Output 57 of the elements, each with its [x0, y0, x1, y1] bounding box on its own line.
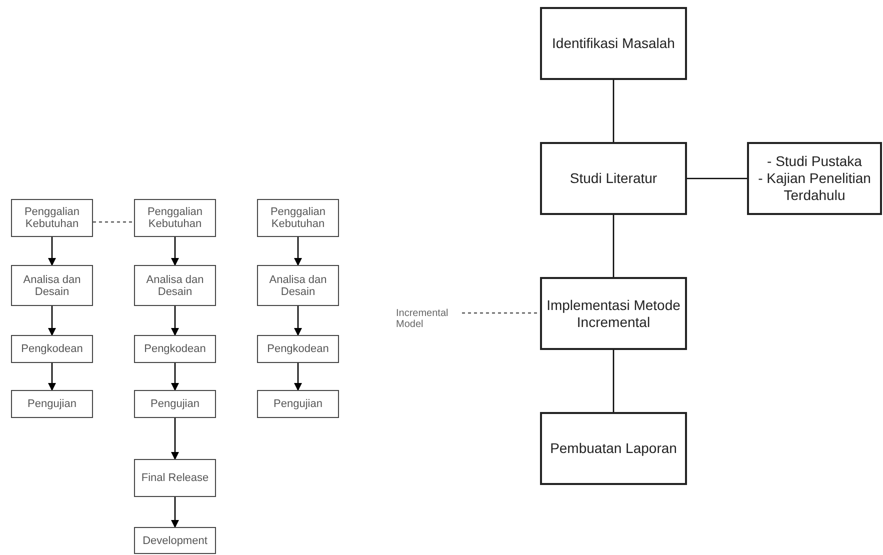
arrow — [48, 363, 56, 391]
arrow — [294, 306, 302, 336]
box-label: Penggalian Kebutuhan — [23, 206, 81, 230]
note-text: Incremental Model — [396, 306, 462, 332]
connector-line — [612, 80, 614, 142]
arrow — [171, 237, 179, 266]
arrow — [48, 306, 56, 336]
box-label: Pengujian — [28, 398, 76, 410]
process-box — [747, 142, 882, 215]
box-label: Analisa dan Desain — [145, 274, 205, 298]
process-box — [134, 390, 216, 418]
box-label: Development — [142, 534, 208, 546]
arrow — [171, 306, 179, 336]
process-box — [257, 390, 339, 418]
arrow — [171, 418, 179, 460]
process-box — [257, 335, 339, 363]
arrow — [294, 237, 302, 266]
process-box — [257, 265, 339, 306]
box-label: Identifikasi Masalah — [552, 35, 675, 52]
process-box — [134, 459, 216, 497]
connector-line — [687, 178, 747, 180]
process-box — [11, 199, 93, 237]
box-label: Implementasi Metode Incremental — [546, 296, 681, 330]
box-label: - Kajian Penelitian Terdahulu — [757, 170, 872, 204]
process-box — [134, 199, 216, 237]
box-label: Penggalian Kebutuhan — [269, 206, 327, 230]
box-label: - Studi Pustaka — [767, 153, 862, 170]
connector-line — [93, 221, 134, 223]
process-box — [11, 335, 93, 363]
process-box — [540, 142, 687, 215]
process-box — [540, 7, 687, 80]
process-box — [257, 199, 339, 237]
box-label: Pembuatan Laporan — [550, 440, 677, 457]
process-box — [11, 265, 93, 306]
box-label: Final Release — [141, 472, 209, 484]
box-label: Analisa dan Desain — [22, 274, 82, 298]
box-label: Pengkodean — [267, 343, 329, 355]
process-box — [540, 412, 687, 485]
process-box — [134, 335, 216, 363]
process-box — [134, 265, 216, 306]
connector-line — [462, 312, 540, 314]
box-label: Pengkodean — [144, 343, 206, 355]
process-box — [134, 527, 216, 554]
arrow — [171, 363, 179, 391]
arrow — [48, 237, 56, 266]
box-label: Pengkodean — [21, 343, 83, 355]
box-label: Studi Literatur — [570, 170, 658, 187]
arrow — [171, 497, 179, 528]
box-label: Pengujian — [150, 398, 200, 410]
box-label: Analisa dan Desain — [268, 274, 328, 298]
box-label: Penggalian Kebutuhan — [146, 206, 204, 230]
connector-line — [612, 215, 614, 277]
box-label: Pengujian — [274, 398, 322, 410]
process-box — [540, 277, 687, 350]
connector-line — [612, 350, 614, 412]
arrow — [294, 363, 302, 391]
process-box — [11, 390, 93, 418]
